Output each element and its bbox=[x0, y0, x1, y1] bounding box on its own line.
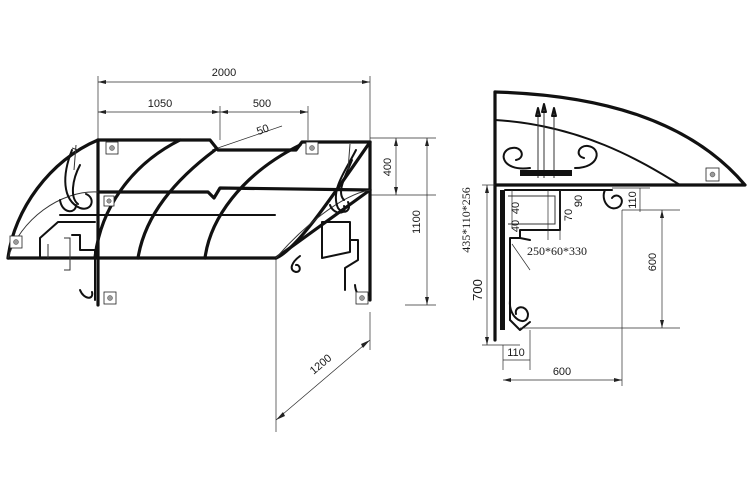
front-view: 2000 1050 500 50 400 1100 1200 bbox=[6, 67, 436, 432]
dim-bracket-section-label: 435*110*256 bbox=[459, 187, 473, 253]
dim-side-bottom-offset-label: 110 bbox=[507, 347, 525, 359]
dim-profile-label: 250*60*330 bbox=[527, 244, 587, 258]
dim-40a-label: 40 bbox=[510, 202, 522, 214]
dim-110-right-label: 110 bbox=[627, 191, 639, 209]
dim-small-label: 50 bbox=[255, 122, 271, 137]
dim-40b-label: 40 bbox=[510, 220, 522, 232]
side-bracket bbox=[500, 189, 623, 331]
dim-top-height-label: 400 bbox=[382, 158, 394, 176]
dim-total-width-label: 2000 bbox=[212, 67, 236, 79]
dim-70-label: 70 bbox=[563, 209, 575, 221]
dim-left-width-label: 1050 bbox=[148, 98, 172, 110]
dim-side-height-label: 700 bbox=[470, 279, 485, 301]
wall-plates-front bbox=[9, 141, 369, 305]
canopy-frame bbox=[6, 138, 372, 307]
dim-90-label: 90 bbox=[573, 195, 585, 207]
dim-600-vertical-label: 600 bbox=[647, 253, 659, 271]
side-view: 435*110*256 700 110 600 40 40 70 90 110 … bbox=[459, 90, 747, 386]
front-dimension-lines bbox=[97, 76, 436, 432]
side-canopy-cover bbox=[493, 90, 747, 342]
dim-total-height-label: 1100 bbox=[411, 210, 423, 234]
side-dimension-lines bbox=[482, 184, 680, 386]
dim-right-width-label: 500 bbox=[253, 98, 271, 110]
dim-side-depth-label: 600 bbox=[553, 366, 571, 378]
